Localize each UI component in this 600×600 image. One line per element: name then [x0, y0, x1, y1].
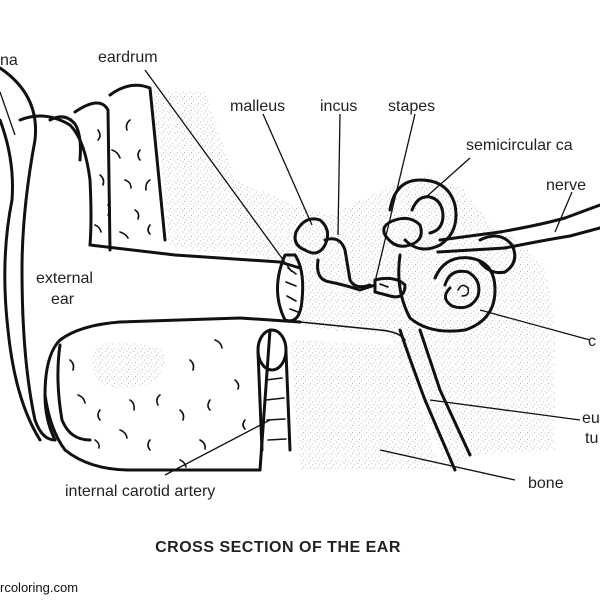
upper-bone-texture — [94, 119, 151, 239]
label-external-ear-line1: external — [36, 270, 93, 287]
label-external-ear-line2: ear — [51, 291, 75, 308]
auditory-nerve — [498, 203, 600, 250]
temporal-bone-stipple — [91, 90, 555, 470]
label-cochlea: c — [588, 333, 596, 350]
label-incus: incus — [320, 98, 357, 115]
label-internal-carotid-artery: internal carotid artery — [65, 483, 215, 500]
leader-lines — [0, 69, 591, 481]
label-eustachian-line2: tu — [585, 430, 598, 447]
watermark: rcoloring.com — [0, 580, 78, 595]
label-eustachian-line1: eu — [582, 410, 600, 427]
label-bone: bone — [528, 475, 564, 492]
label-stapes: stapes — [388, 98, 435, 115]
carotid-artery — [256, 328, 292, 452]
label-semicircular-canals: semicircular ca — [466, 137, 573, 154]
inner-ear — [382, 178, 517, 333]
diagram-title: CROSS SECTION OF THE EAR — [155, 539, 401, 556]
eustachian-tube — [398, 328, 472, 472]
label-malleus: malleus — [230, 98, 285, 115]
pinna — [0, 66, 93, 442]
label-eardrum: eardrum — [98, 49, 158, 66]
diagram-labels: na eardrum malleus incus stapes semicirc… — [0, 49, 600, 500]
lower-bone-texture — [69, 339, 246, 468]
ossicles — [293, 217, 407, 299]
label-pinna: na — [0, 52, 18, 69]
label-nerve: nerve — [546, 177, 586, 194]
